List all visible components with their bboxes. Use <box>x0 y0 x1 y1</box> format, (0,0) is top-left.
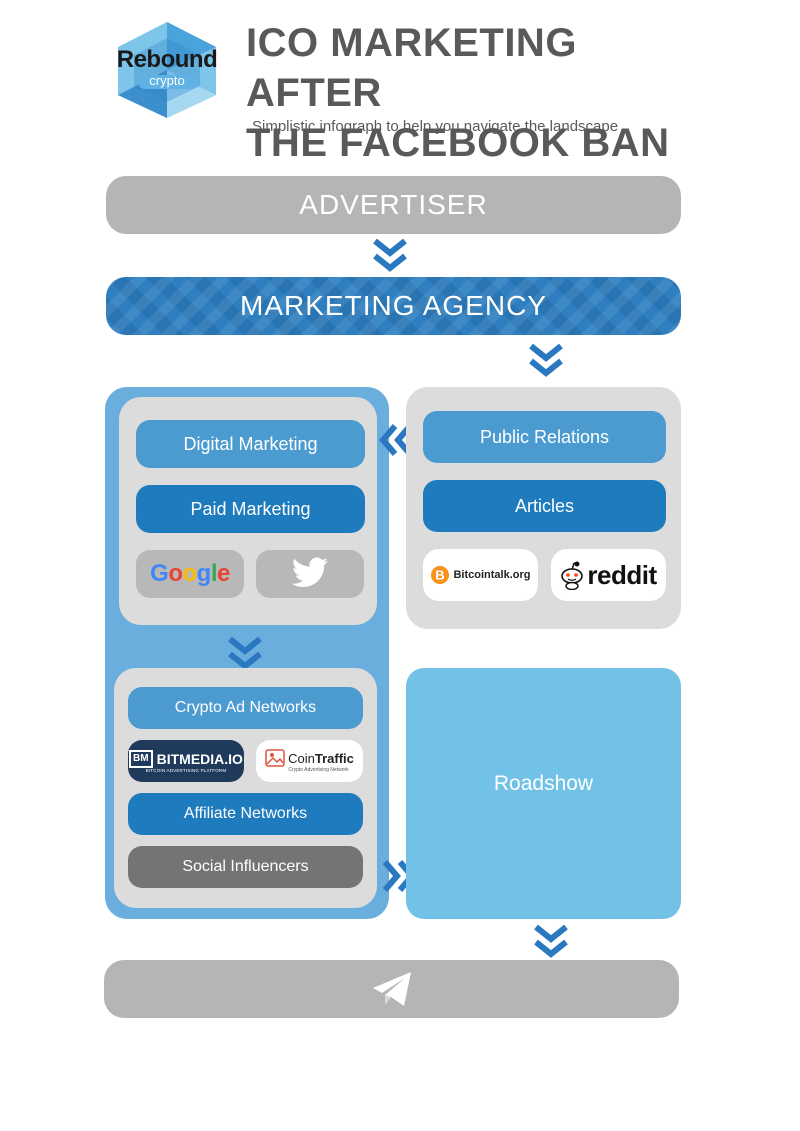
bitcointalk-logo-card: B Bitcointalk.org <box>423 549 538 601</box>
bitmedia-mark: BM <box>129 749 153 768</box>
twitter-icon <box>291 557 328 587</box>
image-icon <box>265 749 285 767</box>
cointraffic-label-b: Traffic <box>314 750 354 766</box>
chevron-down-icon <box>534 924 568 958</box>
cointraffic-label-a: Coin <box>288 750 315 766</box>
cointraffic-logo-card: CoinTraffic Crypto Advertising Network <box>256 740 363 782</box>
advertiser-label: ADVERTISER <box>299 189 488 220</box>
title-line-1: ICO MARKETING AFTER <box>246 21 577 115</box>
bitmedia-label: BITMEDIA.IO <box>156 750 243 767</box>
chevron-down-icon <box>228 636 262 670</box>
bitmedia-sublabel: BITCOIN ADVERTISING PLATFORM <box>145 767 227 773</box>
affiliate-networks-pill: Affiliate Networks <box>128 793 363 835</box>
telegram-bar <box>104 960 679 1018</box>
page-title: ICO MARKETING AFTER THE FACEBOOK BAN <box>246 18 696 168</box>
bitcoin-icon: B <box>431 566 450 584</box>
cointraffic-sublabel: Crypto Advertising Network <box>288 767 349 773</box>
reddit-logo-card: reddit <box>551 549 666 601</box>
page-subtitle: Simplistic infograph to help you navigat… <box>252 118 619 135</box>
google-logo: Google <box>150 560 230 587</box>
svg-text:B: B <box>436 568 445 583</box>
roadshow-panel: Roadshow <box>406 668 681 919</box>
articles-label: Articles <box>514 495 574 516</box>
digital-marketing-pill: Digital Marketing <box>136 420 365 468</box>
reddit-label: reddit <box>587 559 657 590</box>
google-logo-card: Google <box>136 550 244 598</box>
public-relations-pill: Public Relations <box>423 411 666 463</box>
roadshow-label: Roadshow <box>493 771 594 795</box>
logo-subtext: crypto <box>149 73 185 88</box>
chevron-down-icon <box>529 343 563 377</box>
twitter-logo-card <box>256 550 364 598</box>
affiliate-networks-label: Affiliate Networks <box>183 805 308 822</box>
bitcointalk-label: Bitcointalk.org <box>453 569 531 581</box>
public-relations-label: Public Relations <box>479 426 610 447</box>
social-influencers-label: Social Influencers <box>182 858 309 875</box>
bitmedia-logo-card: BM BITMEDIA.IO BITCOIN ADVERTISING PLATF… <box>128 740 244 782</box>
logo-wordmark: Rebound <box>116 46 218 73</box>
crypto-ad-networks-pill: Crypto Ad Networks <box>128 687 363 729</box>
marketing-agency-bar: MARKETING AGENCY <box>106 277 681 335</box>
chevron-down-icon <box>373 238 407 272</box>
paid-marketing-label: Paid Marketing <box>190 498 311 519</box>
advertiser-bar: ADVERTISER <box>106 176 681 234</box>
marketing-agency-label: MARKETING AGENCY <box>240 290 547 321</box>
social-influencers-pill: Social Influencers <box>128 846 363 888</box>
digital-marketing-label: Digital Marketing <box>183 433 318 454</box>
articles-pill: Articles <box>423 480 666 532</box>
crypto-ad-networks-label: Crypto Ad Networks <box>174 699 317 716</box>
reddit-alien-icon <box>561 561 584 590</box>
telegram-icon <box>372 972 411 1006</box>
paid-marketing-pill: Paid Marketing <box>136 485 365 533</box>
title-line-2: THE FACEBOOK BAN <box>246 121 670 165</box>
rebound-crypto-logo <box>118 22 216 118</box>
